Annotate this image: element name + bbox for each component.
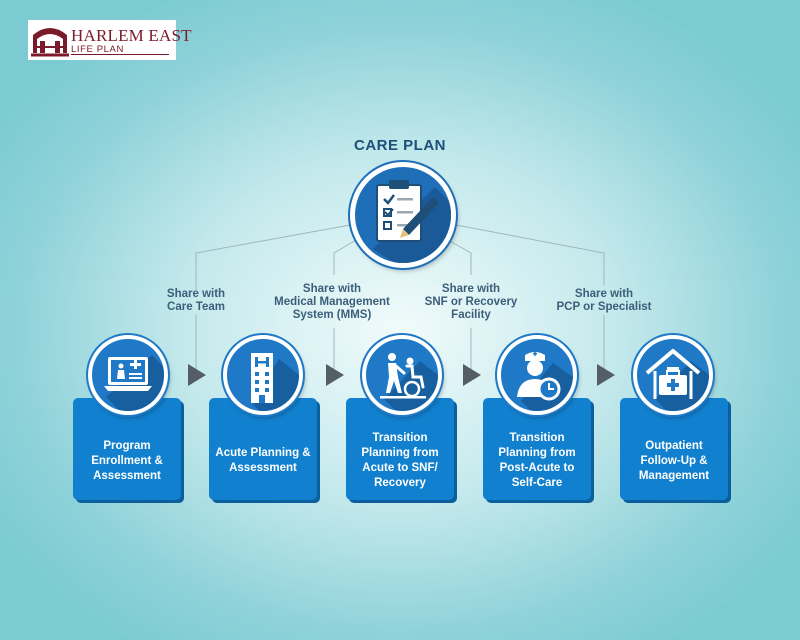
nurse-clock-icon	[517, 351, 573, 411]
share-pcp-label: Share with PCP or Specialist	[556, 288, 652, 313]
step-label: Acute Planning & Assessment	[215, 447, 311, 474]
share-care-team-label: Share with Care Team	[166, 288, 226, 313]
step-3-circle	[362, 335, 442, 415]
connector-mms	[333, 239, 357, 275]
share-mms-label: Share with Medical Management System (MM…	[274, 283, 390, 321]
clipboard-checklist-icon	[373, 180, 451, 263]
connector-snf	[447, 239, 472, 275]
connector-pcp	[455, 224, 605, 285]
step-label: Program Enrollment & Assessment	[91, 439, 163, 482]
step-outpatient-follow-up: Outpatient Follow-Up & Management	[620, 398, 728, 500]
step-label: Outpatient Follow-Up & Management	[638, 439, 710, 482]
step-label: Transition Planning from Acute to SNF/ R…	[361, 432, 439, 489]
step-2-circle	[223, 335, 303, 415]
care-plan-circle	[350, 162, 456, 268]
logo-line-2: LIFE PLAN	[71, 44, 124, 55]
connector-care-team	[195, 224, 351, 290]
logo-rule	[71, 54, 169, 55]
arrow-1-to-2	[188, 364, 206, 386]
step-acute-planning: Acute Planning & Assessment	[209, 398, 317, 500]
arrow-2-to-3	[326, 364, 344, 386]
laptop-medical-record-icon	[104, 355, 164, 411]
step-4-circle	[497, 335, 577, 415]
arrow-3-to-4	[463, 364, 481, 386]
care-plan-title: CARE PLAN	[353, 137, 446, 154]
step-program-enrollment: Program Enrollment & Assessment	[73, 398, 181, 500]
step-transition-acute-snf: Transition Planning from Acute to SNF/ R…	[346, 398, 454, 500]
share-snf-label: Share with SNF or Recovery Facility	[424, 283, 518, 321]
wheelchair-walker-icon	[380, 353, 438, 411]
step-1-circle	[88, 335, 168, 415]
bridge-logo-icon	[31, 23, 69, 57]
hospital-building-icon	[251, 353, 299, 411]
harlem-east-logo: HARLEM EAST LIFE PLAN	[28, 20, 192, 60]
arrow-4-to-5	[597, 364, 615, 386]
step-label: Transition Planning from Post-Acute to S…	[498, 432, 576, 489]
step-transition-post-acute: Transition Planning from Post-Acute to S…	[483, 398, 591, 500]
step-5-circle	[633, 335, 713, 415]
logo-line-1: HARLEM EAST	[71, 26, 192, 45]
home-medical-kit-icon	[645, 349, 709, 411]
